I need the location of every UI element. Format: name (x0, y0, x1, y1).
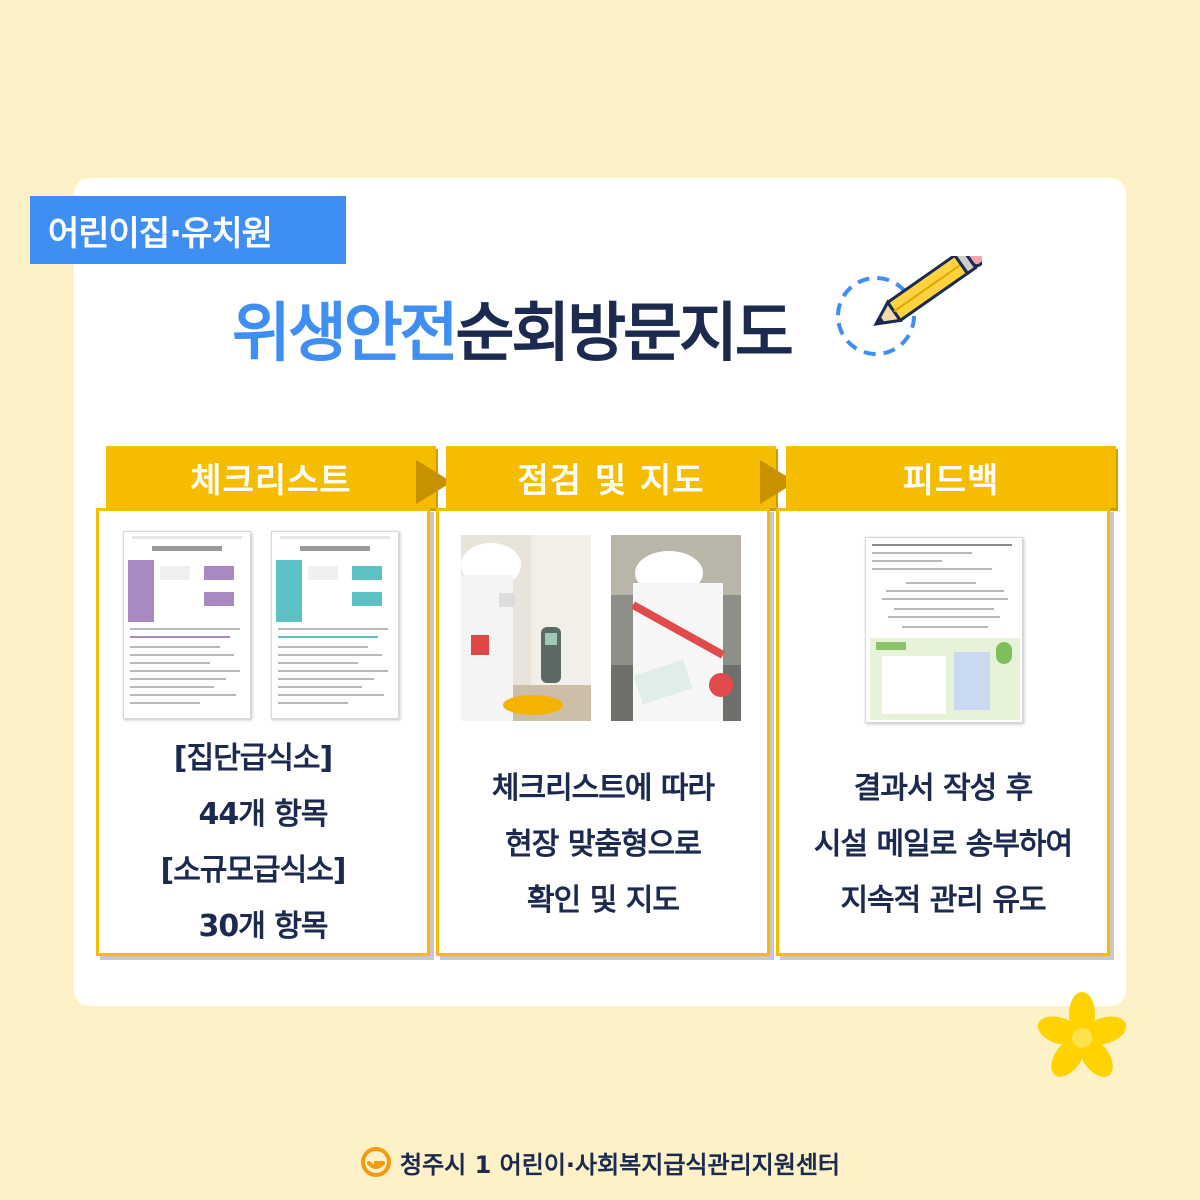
desc-line: 결과서 작성 후 (853, 771, 1034, 806)
step-body: 결과서 작성 후 시설 메일로 송부하여 지속적 관리 유도 (776, 508, 1110, 956)
desc-line: 시설 메일로 송부하여 (813, 827, 1073, 862)
step-description: 결과서 작성 후 시설 메일로 송부하여 지속적 관리 유도 (779, 761, 1107, 929)
title-highlight: 위생안전 (232, 297, 459, 371)
step-header: 피드백 (786, 446, 1116, 508)
inspection-photo (611, 535, 741, 721)
checklist-document-image (123, 531, 251, 719)
checklist-document-image (271, 531, 399, 719)
step-header: 체크리스트 (106, 446, 436, 508)
desc-line: 지속적 관리 유도 (840, 883, 1046, 918)
feedback-email-image (865, 537, 1023, 723)
desc-line: 현장 맞춤형으로 (505, 827, 702, 862)
desc-line: 체크리스트에 따라 (491, 771, 715, 806)
desc-line: 30개 항목 (198, 909, 329, 944)
step-description: 체크리스트에 따라 현장 맞춤형으로 확인 및 지도 (439, 761, 767, 929)
step-header: 점검 및 지도 (446, 446, 776, 508)
desc-line: [소규모급식소] (160, 853, 346, 888)
desc-line: 확인 및 지도 (527, 883, 680, 918)
desc-line: 44개 항목 (198, 797, 329, 832)
title-rest: 순회방문지도 (455, 297, 794, 371)
pencil-icon (836, 256, 982, 356)
category-badge: 어린이집·유치원 (30, 196, 346, 264)
center-logo-icon (361, 1147, 392, 1177)
step-description: [집단급식소] 44개 항목 [소규모급식소] 30개 항목 (99, 731, 427, 955)
step-body: 체크리스트에 따라 현장 맞춤형으로 확인 및 지도 (436, 508, 770, 956)
desc-line: [집단급식소] (173, 741, 333, 776)
flower-decoration-icon (1037, 992, 1127, 1077)
footer: 청주시 1 어린이·사회복지급식관리지원센터 (0, 1142, 1200, 1182)
footer-text: 청주시 1 어린이·사회복지급식관리지원센터 (400, 1150, 840, 1179)
step-body: [집단급식소] 44개 항목 [소규모급식소] 30개 항목 (96, 508, 430, 956)
inspection-photo (461, 535, 591, 721)
